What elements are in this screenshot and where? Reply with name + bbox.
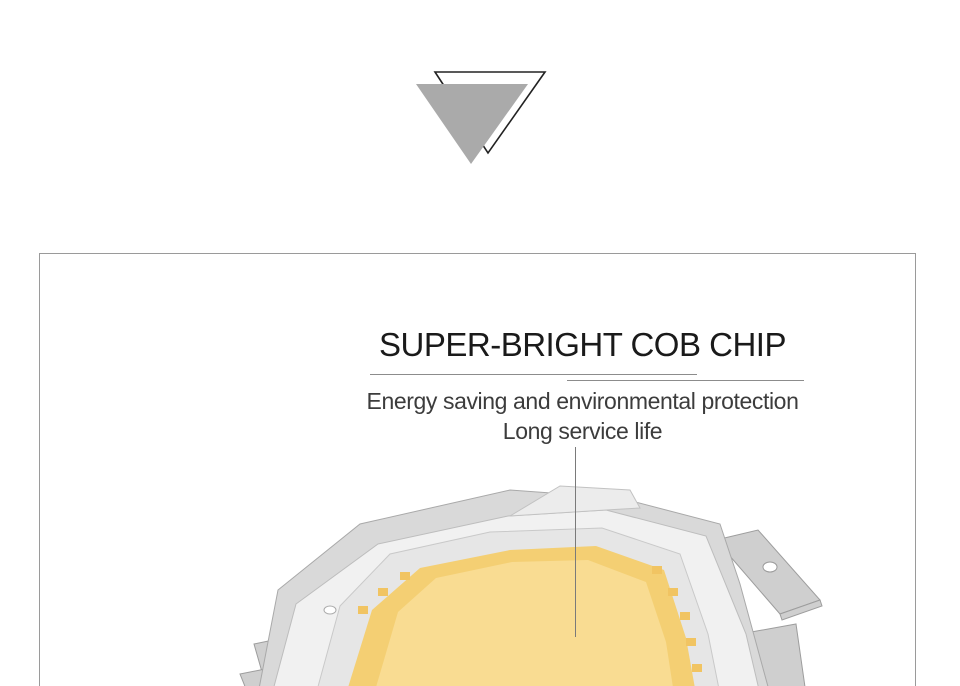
down-triangle-icon: [416, 71, 547, 164]
title-underline: [370, 374, 697, 375]
feature-title: SUPER-BRIGHT COB CHIP: [379, 326, 786, 363]
cob-chip-image: [239, 485, 823, 686]
title-underline-offset: [567, 380, 804, 381]
feature-panel: [39, 253, 916, 686]
callout-pointer-line: [575, 447, 576, 637]
feature-description-line: Energy saving and environmental protecti…: [366, 388, 799, 414]
feature-description-line: Long service life: [502, 418, 663, 444]
